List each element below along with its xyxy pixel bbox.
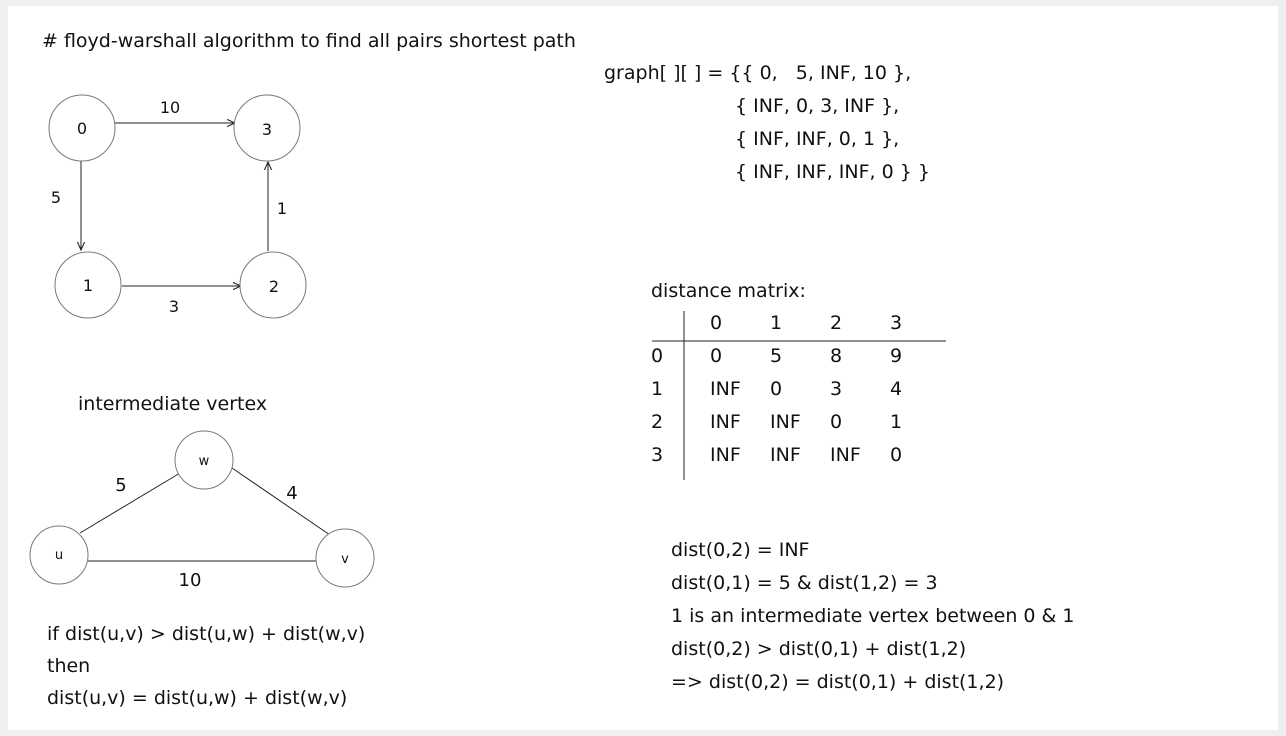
matrix-row-header: 0 — [651, 345, 664, 367]
matrix-cell: 0 — [890, 444, 903, 466]
diagram-canvas: 10 5 3 1 0 3 1 2 — [29, 94, 946, 591]
svg-text:1: 1 — [83, 276, 93, 295]
triangle-node-u: u — [29, 525, 89, 585]
rule-line: if dist(u,v) > dist(u,w) + dist(w,v) — [47, 623, 366, 645]
svg-text:2: 2 — [269, 277, 279, 296]
graph-node-1: 1 — [54, 251, 122, 319]
rule-line: dist(u,v) = dist(u,w) + dist(w,v) — [47, 687, 348, 709]
edge-weight-2-3: 1 — [277, 199, 287, 218]
edge-weight-0-1: 5 — [51, 188, 61, 207]
matrix-cell: INF — [710, 411, 741, 433]
svg-text:w: w — [199, 454, 210, 469]
matrix-cell: INF — [770, 444, 801, 466]
edge-weight-u-v: 10 — [179, 570, 202, 591]
matrix-cell: 4 — [890, 378, 903, 400]
matrix-label: distance matrix: — [651, 280, 806, 302]
matrix-row-header: 2 — [651, 411, 664, 433]
matrix-cell: INF — [710, 444, 741, 466]
svg-text:3: 3 — [262, 120, 272, 139]
matrix-cell: 8 — [830, 345, 843, 367]
graph-array-line-4: { INF, INF, INF, 0 } } — [735, 161, 930, 183]
triangle-node-v: v — [315, 528, 375, 588]
triangle-edge-u-v: 10 — [88, 560, 316, 591]
explanation-line: dist(0,1) = 5 & dist(1,2) = 3 — [671, 572, 938, 594]
edge-weight-1-2: 3 — [169, 297, 179, 316]
graph-array-line-2: { INF, 0, 3, INF }, — [735, 95, 900, 117]
matrix-cell: 9 — [890, 345, 903, 367]
matrix-cell: INF — [830, 444, 861, 466]
matrix-cell: 0 — [770, 378, 783, 400]
graph-node-3: 3 — [233, 94, 301, 162]
matrix-cell: 1 — [890, 411, 903, 433]
matrix-row-header: 1 — [651, 378, 664, 400]
explanation-line: 1 is an intermediate vertex between 0 & … — [671, 605, 1075, 627]
edge-weight-w-v: 4 — [286, 483, 297, 504]
page-title: # floyd-warshall algorithm to find all p… — [42, 30, 576, 52]
intermediate-vertex-label: intermediate vertex — [78, 393, 268, 415]
rule-line: then — [47, 655, 91, 677]
matrix-cell: 3 — [830, 378, 843, 400]
edge-weight-u-w: 5 — [115, 475, 126, 496]
matrix-col-header: 2 — [830, 312, 843, 334]
graph-array-line-1: graph[ ][ ] = {{ 0, 5, INF, 10 }, — [604, 62, 912, 84]
explanation-line: dist(0,2) = INF — [671, 539, 810, 561]
page: # floyd-warshall algorithm to find all p… — [8, 6, 1278, 730]
svg-text:0: 0 — [77, 119, 87, 138]
matrix-cell: INF — [710, 378, 741, 400]
graph-edge-0-3: 10 — [115, 98, 235, 123]
graph-array-line-3: { INF, INF, 0, 1 }, — [735, 128, 900, 150]
edge-weight-0-3: 10 — [160, 98, 180, 117]
matrix-cell: INF — [770, 411, 801, 433]
triangle-edge-u-w: 5 — [79, 472, 181, 534]
graph-edge-2-3: 1 — [268, 162, 287, 251]
explanation-line: dist(0,2) > dist(0,1) + dist(1,2) — [671, 638, 967, 660]
graph-edge-1-2: 3 — [122, 286, 241, 316]
explanation-line: => dist(0,2) = dist(0,1) + dist(1,2) — [671, 671, 1005, 693]
triangle-edge-w-v: 4 — [231, 467, 331, 536]
graph-node-2: 2 — [239, 251, 307, 319]
graph-edge-0-1: 5 — [51, 161, 81, 250]
matrix-col-header: 3 — [890, 312, 903, 334]
matrix-col-header: 0 — [710, 312, 723, 334]
triangle-node-w: w — [174, 430, 234, 490]
matrix-row-header: 3 — [651, 444, 664, 466]
graph-node-0: 0 — [48, 94, 116, 162]
matrix-col-header: 1 — [770, 312, 783, 334]
matrix-cell: 0 — [830, 411, 843, 433]
matrix-cell: 0 — [710, 345, 723, 367]
matrix-cell: 5 — [770, 345, 783, 367]
svg-text:v: v — [341, 552, 349, 567]
svg-text:u: u — [55, 548, 63, 563]
